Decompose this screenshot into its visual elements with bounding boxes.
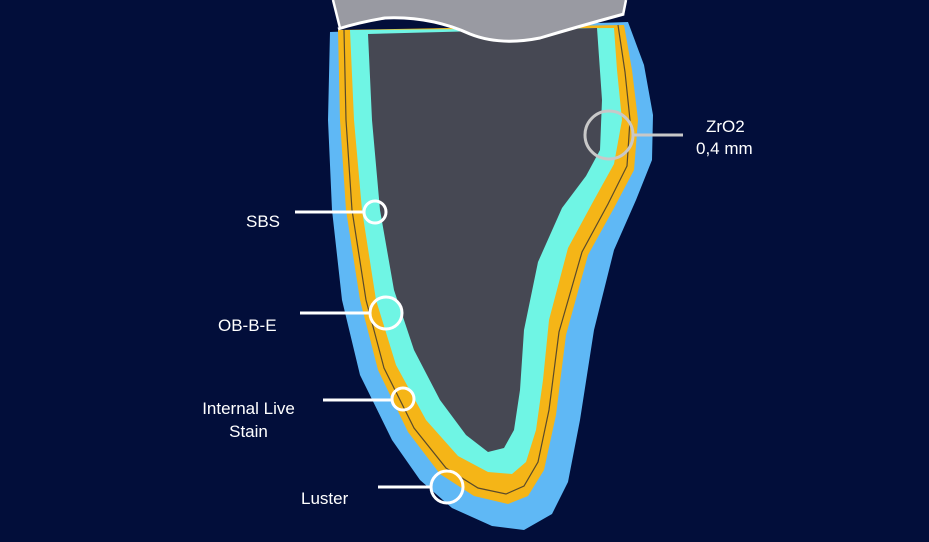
cap-side-left (331, 0, 342, 29)
luster-label: Luster (301, 489, 349, 508)
internal-live-marker-circle (390, 386, 416, 412)
internal-live-label-line1: Internal Live (202, 399, 295, 418)
sbs-marker-circle (362, 199, 388, 225)
cap-edge-line (337, 12, 625, 43)
internal-live-label-line2: Stain (229, 422, 268, 441)
layer-outline (343, 24, 631, 495)
core-area (368, 28, 602, 452)
luster-marker-circle (429, 469, 465, 505)
cap-side-right (621, 0, 628, 16)
zro2-marker-circle (583, 109, 635, 161)
cervical-cap (332, 0, 626, 42)
ob-b-e-marker-circle (368, 295, 404, 331)
ob-b-e-label: OB-B-E (218, 316, 277, 335)
zro2-thickness-label: 0,4 mm (696, 139, 753, 158)
zro2-label: ZrO2 (706, 117, 745, 136)
sbs-label: SBS (246, 212, 281, 231)
